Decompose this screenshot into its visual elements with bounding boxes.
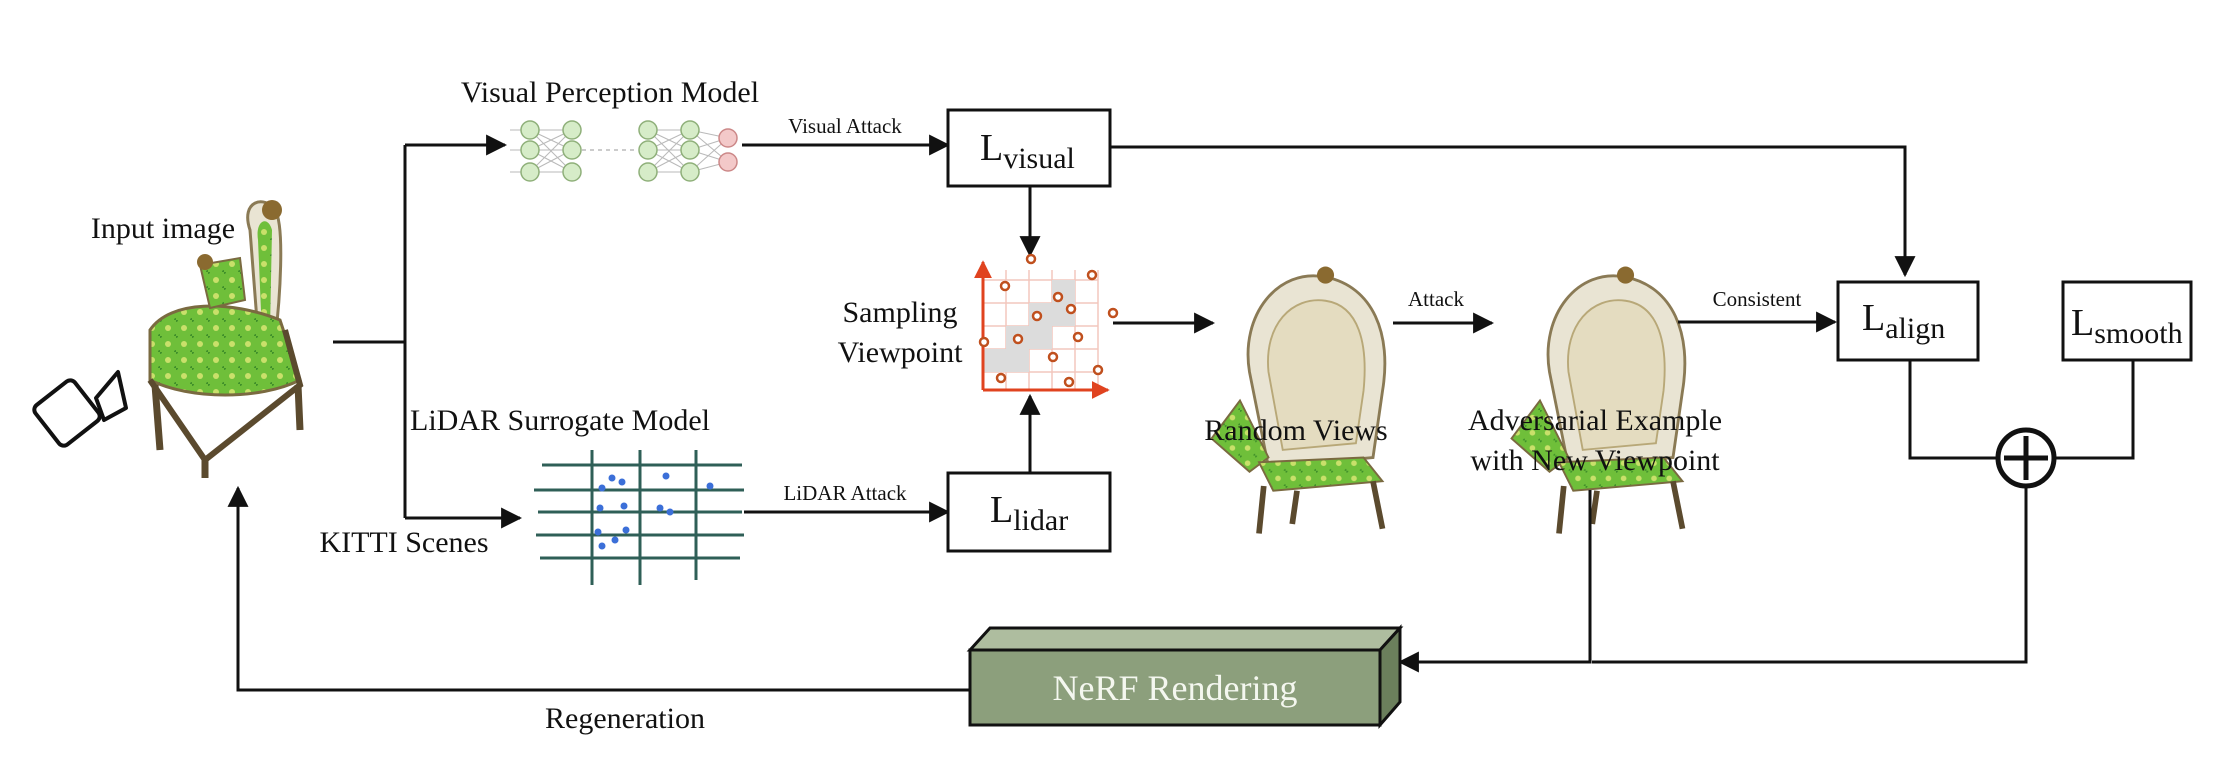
visual-to-align-arrow [1110,145,1916,278]
kitti-label: KITTI Scenes [319,526,488,559]
consistent-label: Consistent [1713,287,1802,311]
input-chair-image [147,200,304,478]
adversarial-to-nerf-arrow [1397,490,1592,673]
neural-network-icon [510,120,738,182]
sampling-viewpoint-grid [974,253,1119,399]
lidar-grid-icon [534,450,744,585]
regeneration-arrow [227,485,970,692]
loss-lidar-text: Llidar [990,489,1068,537]
loss-visual-text: Lvisual [980,127,1075,175]
loss-align-box: Lalign [1836,280,1980,362]
nerf-rendering-label: NeRF Rendering [1053,668,1298,708]
lidar-attack-label: LiDAR Attack [783,481,907,505]
lidar-model-label: LiDAR Surrogate Model [410,404,710,437]
sum-node [1908,360,2135,489]
loss-lidar-box: Llidar [946,471,1112,553]
nerf-rendering-block: NeRF Rendering [966,624,1404,730]
attack-label: Attack [1408,287,1464,311]
sampling-label-line2: Viewpoint [838,336,964,369]
loss-smooth-box: Lsmooth [2061,280,2193,362]
visual-attack-label: Visual Attack [788,114,902,138]
adversarial-label-line1: Adversarial Example [1468,404,1722,437]
camera-icon [32,370,128,448]
random-views-chair-image [1212,267,1385,534]
sampling-label-line1: Sampling [842,296,957,329]
adversarial-chair-image [1512,267,1685,534]
adversarial-label-line2: with New Viewpoint [1470,444,1720,477]
loss-visual-box: Lvisual [946,108,1112,188]
loss-smooth-text: Lsmooth [2071,302,2183,350]
loss-align-text: Lalign [1862,297,1945,345]
sum-to-nerf-line [1592,486,2028,664]
regeneration-label: Regeneration [545,702,705,735]
random-views-label: Random Views [1204,414,1387,447]
input-image-label: Input image [91,212,235,245]
visual-model-label: Visual Perception Model [461,76,759,109]
